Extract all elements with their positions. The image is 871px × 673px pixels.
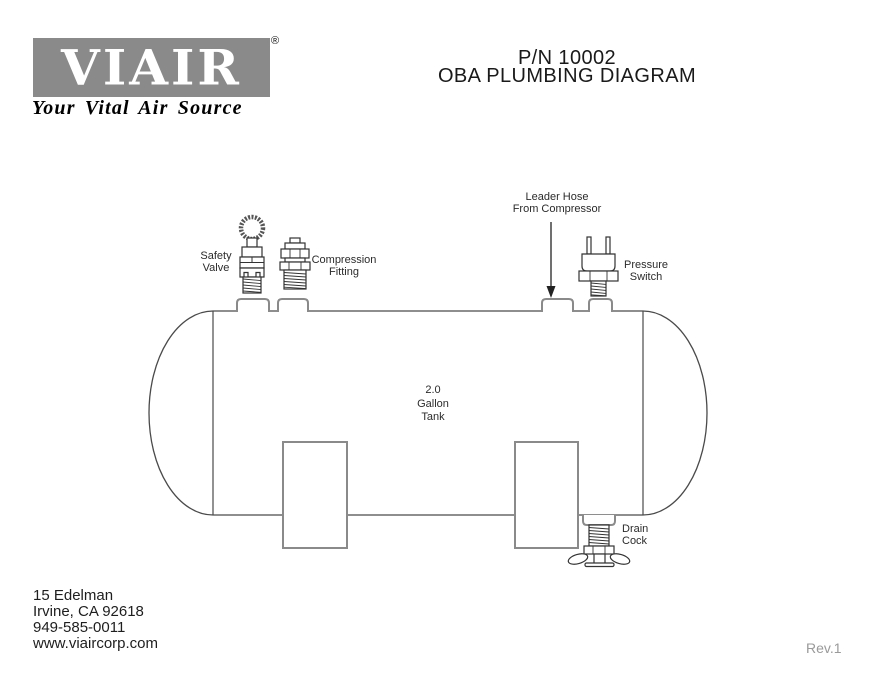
title-block: P/N 10002 OBA PLUMBING DIAGRAM bbox=[367, 47, 767, 87]
page-title: OBA PLUMBING DIAGRAM bbox=[437, 65, 697, 87]
logo-tagline: Your Vital Air Source bbox=[32, 97, 243, 119]
safety-valve-pull-ring bbox=[238, 214, 266, 242]
drain-wing-right bbox=[609, 553, 631, 565]
leader-hose-label: Leader Hose From Compressor bbox=[512, 191, 602, 215]
pressure-switch-label: Pressure Switch bbox=[623, 259, 669, 283]
mounting-bracket-left bbox=[282, 441, 348, 549]
drain-wing-left bbox=[567, 553, 589, 565]
phone-number: 949-585-0011 bbox=[33, 619, 126, 636]
port-safety-valve bbox=[236, 298, 270, 312]
leader-hose-arrow bbox=[546, 222, 556, 298]
safety-valve-graphic bbox=[238, 214, 266, 294]
safety-valve-label: Safety Valve bbox=[200, 250, 232, 274]
part-number: P/N 10002 bbox=[517, 47, 617, 69]
drain-cock-label: Drain Cock bbox=[622, 523, 649, 547]
port-compression-fitting bbox=[277, 298, 309, 312]
address-city: Irvine, CA 92618 bbox=[33, 603, 144, 620]
compression-fitting-graphic bbox=[279, 237, 311, 290]
address-street: 15 Edelman bbox=[33, 587, 114, 604]
registered-trademark-symbol: ® bbox=[271, 35, 280, 47]
tank-capacity-label: 2.0 Gallon Tank bbox=[417, 384, 449, 423]
viair-logo: VIAIR bbox=[33, 38, 270, 97]
mounting-bracket-right bbox=[514, 441, 579, 549]
viair-logo-wordmark: VIAIR bbox=[61, 38, 242, 96]
port-leader-hose bbox=[541, 298, 574, 312]
website-url: www.viaircorp.com bbox=[33, 635, 159, 652]
port-drain bbox=[582, 515, 616, 526]
company-address: 15 Edelman Irvine, CA 92618 949-585-0011… bbox=[33, 588, 158, 652]
pressure-switch-graphic bbox=[578, 236, 619, 297]
revision-label: Rev.1 bbox=[806, 640, 842, 656]
drain-cock-graphic bbox=[567, 515, 631, 568]
compression-fitting-label: Compression Fitting bbox=[311, 254, 377, 278]
port-pressure-switch bbox=[588, 298, 613, 312]
